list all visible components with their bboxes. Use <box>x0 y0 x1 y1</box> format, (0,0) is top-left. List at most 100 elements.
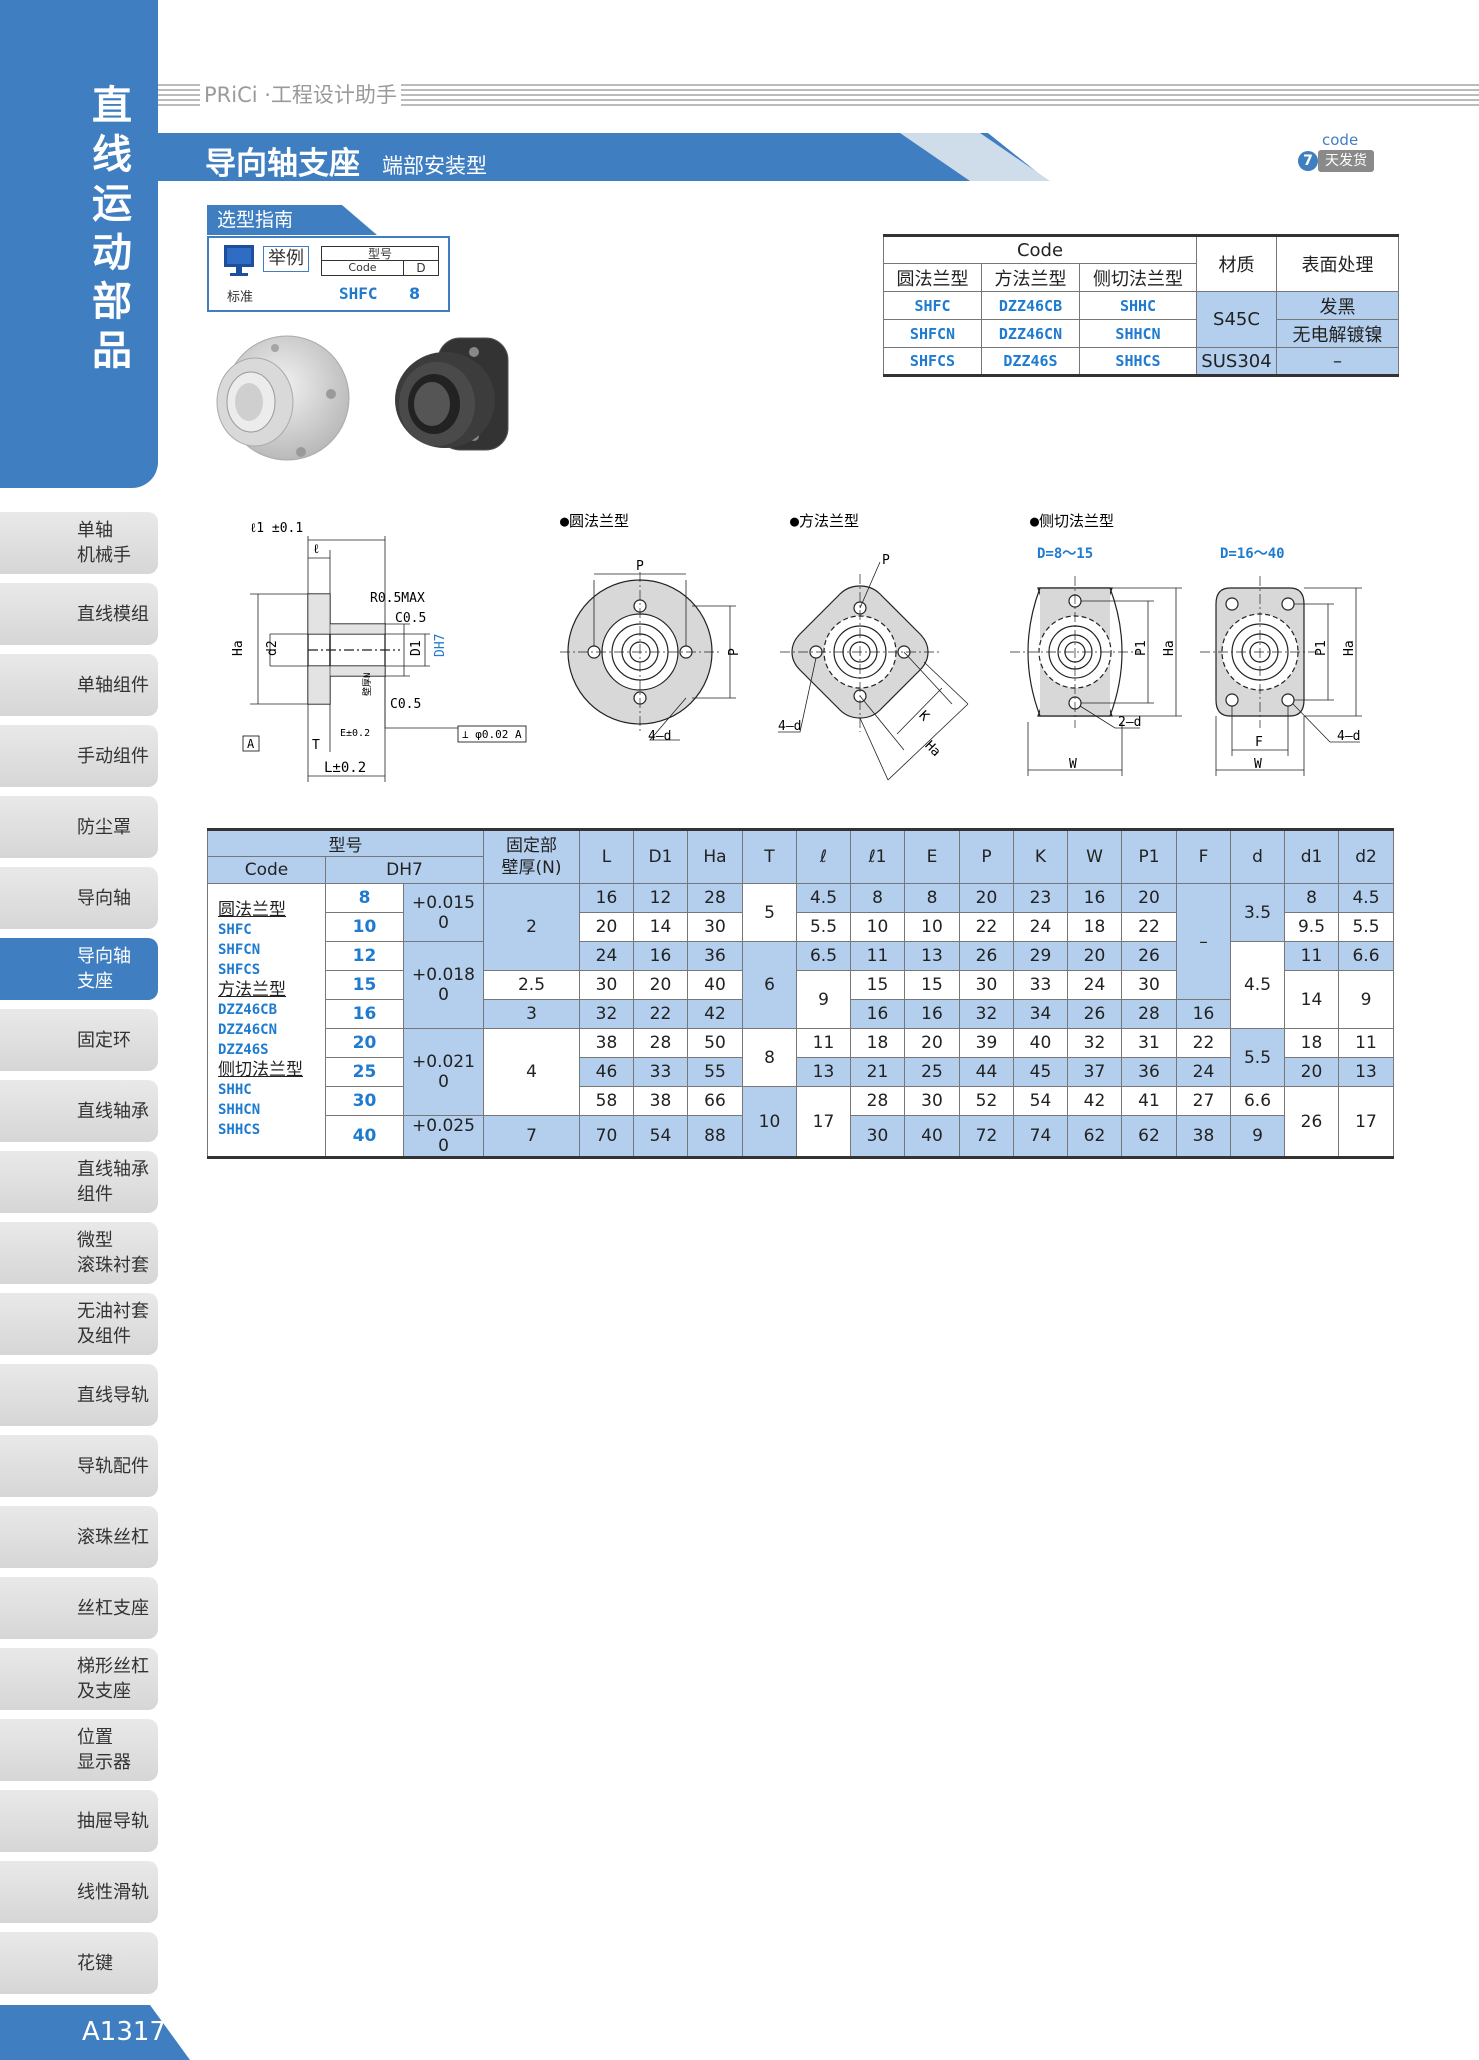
title-banner <box>158 133 1048 181</box>
w-cell: 37 <box>1067 1057 1122 1087</box>
header-col: ℓ <box>796 829 851 884</box>
p-cell: 32 <box>959 999 1014 1029</box>
surface-cell: 发黑 <box>1276 291 1399 320</box>
dd1-cell: 8 <box>1284 883 1339 913</box>
side-range-large: D=16～40 <box>1220 546 1285 562</box>
side-flange-view-small <box>1010 576 1182 776</box>
w-cell: 26 <box>1067 999 1122 1029</box>
surface-cell: – <box>1276 347 1399 376</box>
perpendicularity-label: ⊥ φ0.02 A <box>462 728 522 741</box>
wall-cell: 2 <box>483 883 580 971</box>
ha-cell: 88 <box>687 1115 743 1158</box>
d-value-cell: 15 <box>325 970 404 1000</box>
header-code: Code <box>207 856 326 884</box>
ell-cell: 13 <box>796 1057 851 1087</box>
code-group-code: SHFC <box>218 922 252 938</box>
monitor-icon <box>224 245 254 276</box>
sidebar-item[interactable]: 导向轴 <box>0 867 158 929</box>
sidebar-item[interactable]: 直线模组 <box>0 583 158 645</box>
code-cell: DZZ46CB <box>981 291 1080 320</box>
header-col: W <box>1067 829 1122 884</box>
l-cell: 32 <box>579 999 634 1029</box>
ell-cell: 5.5 <box>796 912 851 942</box>
p-cell: 72 <box>959 1115 1014 1158</box>
sidebar-item[interactable]: 单轴组件 <box>0 654 158 716</box>
code-group-type: 侧切法兰型 <box>218 1060 303 1080</box>
side-large-dim-w: W <box>1254 757 1262 772</box>
sidebar-item[interactable]: 直线导轨 <box>0 1364 158 1426</box>
sidebar-item[interactable]: 微型 滚珠衬套 <box>0 1222 158 1284</box>
dim-dh7: DH7 <box>433 634 448 657</box>
l-cell: 16 <box>579 883 634 913</box>
code-group-type: 方法兰型 <box>218 980 286 1000</box>
sidebar-item[interactable]: 手动组件 <box>0 725 158 787</box>
sidebar-item[interactable]: 单轴 机械手 <box>0 512 158 574</box>
dim-d1: D1 <box>409 640 424 656</box>
round-dim-4d: 4–d <box>648 729 671 744</box>
k-cell: 45 <box>1013 1057 1068 1087</box>
side-large-dim-p1: P1 <box>1314 640 1329 656</box>
sidebar-item[interactable]: 防尘罩 <box>0 796 158 858</box>
ell1-cell: 30 <box>850 1115 905 1158</box>
t-cell: 8 <box>742 1028 797 1087</box>
d1-cell: 33 <box>633 1057 688 1087</box>
p-cell: 20 <box>959 883 1014 913</box>
dim-l1: ℓ1 ±0.1 <box>250 521 303 536</box>
dim-t: T <box>312 738 320 753</box>
p1-cell: 22 <box>1121 912 1177 942</box>
sidebar-item[interactable]: 抽屉导轨 <box>0 1790 158 1852</box>
d-value-cell: 20 <box>325 1028 404 1058</box>
l-cell: 70 <box>579 1115 634 1158</box>
dd-cell: 9 <box>1230 1115 1285 1158</box>
sidebar-item[interactable]: 丝杠支座 <box>0 1577 158 1639</box>
sidebar-item[interactable]: 花键 <box>0 1932 158 1994</box>
datum-a: A <box>247 737 255 751</box>
page-subtitle: 端部安装型 <box>382 154 487 178</box>
side-flange-title: ●侧切法兰型 <box>1030 512 1114 530</box>
square-flange-title: ●方法兰型 <box>790 512 859 530</box>
dim-e: E±0.2 <box>340 728 370 739</box>
sidebar-item[interactable]: 导轨配件 <box>0 1435 158 1497</box>
sidebar-item[interactable]: 滚珠丝杠 <box>0 1506 158 1568</box>
technical-drawings: ℓ1 ±0.1 ℓ R0.5MAX C0.5 C0.5 Ha d2 D1 DH7… <box>231 512 1362 782</box>
d-value-cell: 25 <box>325 1057 404 1087</box>
f-cell: 22 <box>1176 1028 1231 1058</box>
e-cell: 25 <box>904 1057 960 1087</box>
sidebar-item[interactable]: 直线轴承 组件 <box>0 1151 158 1213</box>
sidebar-item[interactable]: 线性滑轨 <box>0 1861 158 1923</box>
d1-cell: 22 <box>633 999 688 1029</box>
tolerance-lower: 0 <box>438 1136 449 1156</box>
t-cell: 5 <box>742 883 797 942</box>
header-col: K <box>1013 829 1068 884</box>
sidebar-header: 直线运动部品 <box>0 0 158 488</box>
sidebar-item[interactable]: 无油衬套 及组件 <box>0 1293 158 1355</box>
dd1-cell: 11 <box>1284 941 1339 971</box>
dd2-cell: 4.5 <box>1338 883 1394 913</box>
tolerance-lower: 0 <box>438 985 449 1005</box>
dim-c1: C0.5 <box>395 611 426 626</box>
ha-cell: 55 <box>687 1057 743 1087</box>
ell-cell: 9 <box>796 970 851 1029</box>
w-cell: 62 <box>1067 1115 1122 1158</box>
sidebar-item[interactable]: 导向轴 支座 <box>0 938 158 1000</box>
code-group-code: SHFCS <box>218 962 261 978</box>
header-model: 型号 <box>207 829 484 857</box>
dd-cell: 3.5 <box>1230 883 1285 942</box>
page-title: 导向轴支座 <box>205 146 360 182</box>
sidebar-item[interactable]: 直线轴承 <box>0 1080 158 1142</box>
ell1-cell: 28 <box>850 1086 905 1116</box>
wall-cell: 3 <box>483 999 580 1029</box>
sidebar-item[interactable]: 梯形丝杠 及支座 <box>0 1648 158 1710</box>
header-col: T <box>742 829 797 884</box>
sidebar-item[interactable]: 位置 显示器 <box>0 1719 158 1781</box>
sidebar-item[interactable]: 固定环 <box>0 1009 158 1071</box>
round-dim-p-vertical: P <box>727 648 742 656</box>
p1-cell: 41 <box>1121 1086 1177 1116</box>
square-dim-p: P <box>882 553 890 568</box>
code-cell: SHFCS <box>883 347 982 376</box>
selection-guide-tab: 选型指南 <box>207 205 377 235</box>
code-group-code: SHHCS <box>218 1122 261 1138</box>
code-group-code: DZZ46CN <box>218 1022 278 1038</box>
